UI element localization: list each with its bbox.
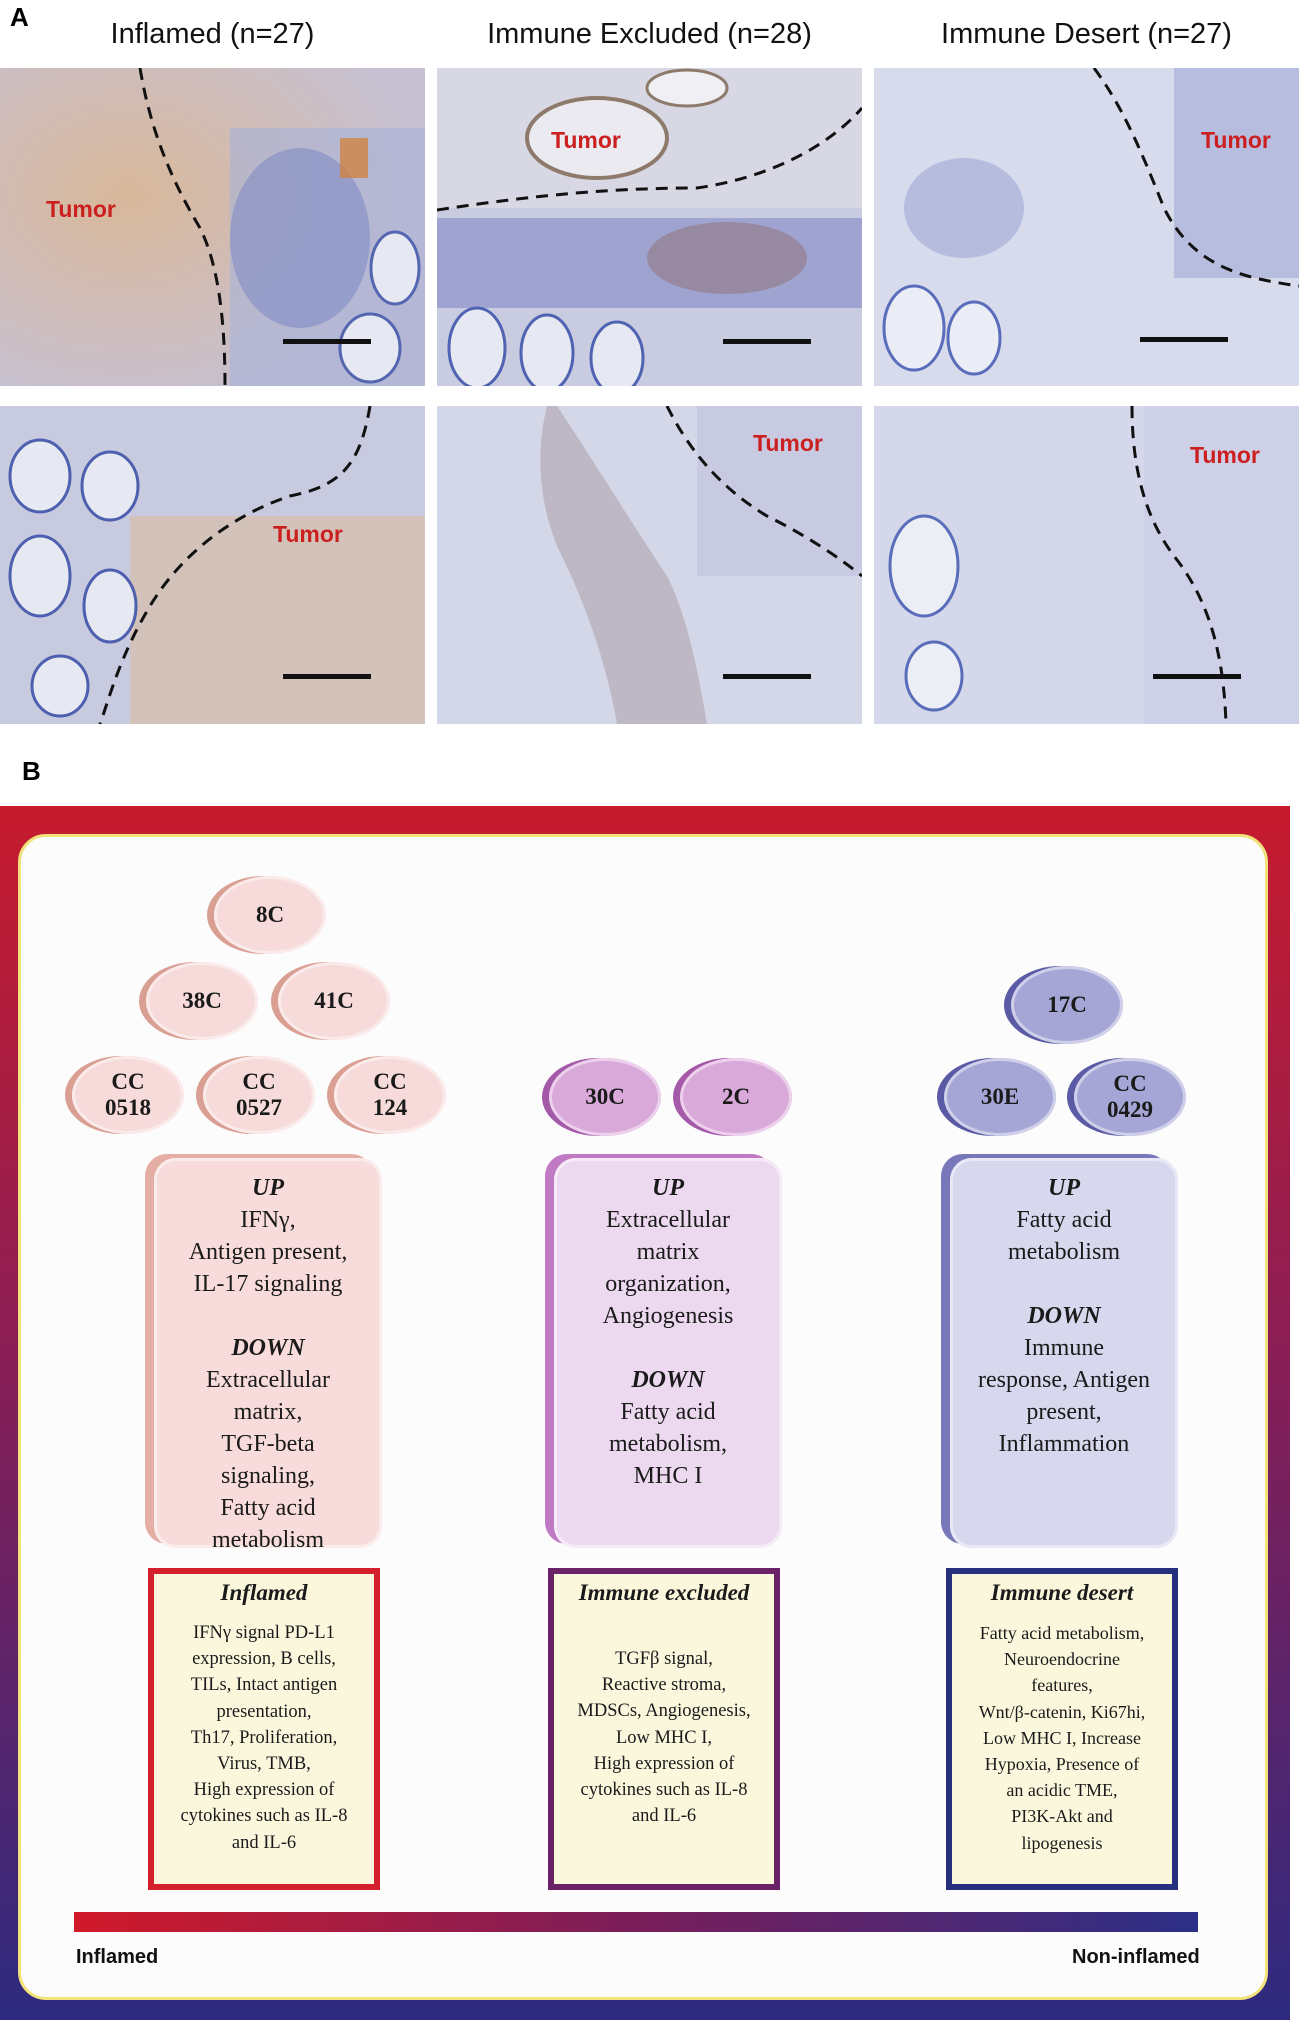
micrograph-excluded-2: Tumor xyxy=(437,406,862,724)
inflammation-gradient-bar xyxy=(74,1912,1198,1932)
scale-bar xyxy=(723,339,811,344)
column-title-immune-desert: Immune Desert (n=27) xyxy=(941,18,1232,50)
axis-label-non-inflamed: Non-inflamed xyxy=(1072,1946,1200,1968)
cluster-bubble: 30E xyxy=(944,1058,1056,1136)
down-heading: DOWN xyxy=(231,1335,305,1361)
pathway-card-desert: UP Fatty acid metabolism DOWN Immune res… xyxy=(950,1158,1178,1548)
scale-bar xyxy=(1140,337,1228,342)
pathway-card-inflamed: UP IFNγ, Antigen present, IL-17 signalin… xyxy=(154,1158,382,1553)
scale-bar xyxy=(283,674,371,679)
up-heading: UP xyxy=(652,1175,684,1201)
down-pathways: Extracellular matrix, TGF-beta signaling… xyxy=(206,1367,330,1553)
micrograph-desert-2: Tumor xyxy=(874,406,1299,724)
phenotype-title: Inflamed xyxy=(220,1580,308,1605)
up-heading: UP xyxy=(1048,1175,1080,1201)
up-heading: UP xyxy=(252,1175,284,1201)
phenotype-title: Immune excluded xyxy=(578,1580,750,1605)
scale-bar xyxy=(1153,674,1241,679)
micrograph-inflamed-1: Tumor xyxy=(0,68,425,386)
tumor-label: Tumor xyxy=(1201,127,1271,153)
pathway-card-excluded: UP Extracellular matrix organization, An… xyxy=(554,1158,782,1548)
down-pathways: Fatty acid metabolism, MHC I xyxy=(609,1399,727,1489)
up-pathways: Extracellular matrix organization, Angio… xyxy=(602,1207,734,1329)
phenotype-box-inflamed: Inflamed IFNγ signal PD-L1 expression, B… xyxy=(148,1568,380,1890)
tumor-label: Tumor xyxy=(1190,442,1260,468)
phenotype-box-desert: Immune desert Fatty acid metabolism, Neu… xyxy=(946,1568,1178,1890)
down-heading: DOWN xyxy=(1027,1303,1101,1329)
cluster-bubble: CC 124 xyxy=(334,1056,446,1134)
micrograph-excluded-1: Tumor xyxy=(437,68,862,386)
cluster-bubble: CC 0429 xyxy=(1074,1058,1186,1136)
column-title-immune-excluded: Immune Excluded (n=28) xyxy=(487,18,812,50)
tumor-label: Tumor xyxy=(753,430,823,456)
tumor-label: Tumor xyxy=(551,127,621,153)
panel-b-letter: B xyxy=(22,756,41,786)
micrograph-inflamed-2: Tumor xyxy=(0,406,425,724)
phenotype-box-excluded: Immune excluded TGFβ signal, Reactive st… xyxy=(548,1568,780,1890)
micrograph-desert-1: Tumor xyxy=(874,68,1299,386)
cluster-bubble: 2C xyxy=(680,1058,792,1136)
cluster-bubble: 17C xyxy=(1011,966,1123,1044)
cluster-bubble: 30C xyxy=(549,1058,661,1136)
panel-a-letter: A xyxy=(10,2,29,32)
column-title-inflamed: Inflamed (n=27) xyxy=(110,18,315,50)
tumor-label: Tumor xyxy=(273,521,343,547)
phenotype-features: Fatty acid metabolism, Neuroendocrine fe… xyxy=(978,1623,1146,1853)
cluster-bubble: CC 0518 xyxy=(72,1056,184,1134)
phenotype-title: Immune desert xyxy=(990,1580,1134,1605)
cluster-bubble: 8C xyxy=(214,876,326,954)
down-pathways: Immune response, Antigen present, Inflam… xyxy=(978,1335,1150,1457)
scale-bar xyxy=(283,339,371,344)
phenotype-features: TGFβ signal, Reactive stroma, MDSCs, Ang… xyxy=(577,1649,751,1827)
cluster-bubble: 38C xyxy=(146,962,258,1040)
axis-label-inflamed: Inflamed xyxy=(76,1946,159,1968)
scale-bar xyxy=(723,674,811,679)
up-pathways: Fatty acid metabolism xyxy=(1008,1207,1120,1265)
phenotype-features: IFNγ signal PD-L1 expression, B cells, T… xyxy=(180,1623,348,1853)
cluster-bubble: 41C xyxy=(278,962,390,1040)
up-pathways: IFNγ, Antigen present, IL-17 signaling xyxy=(188,1207,348,1297)
cluster-bubble: CC 0527 xyxy=(203,1056,315,1134)
tumor-label: Tumor xyxy=(46,196,116,222)
down-heading: DOWN xyxy=(631,1367,705,1393)
